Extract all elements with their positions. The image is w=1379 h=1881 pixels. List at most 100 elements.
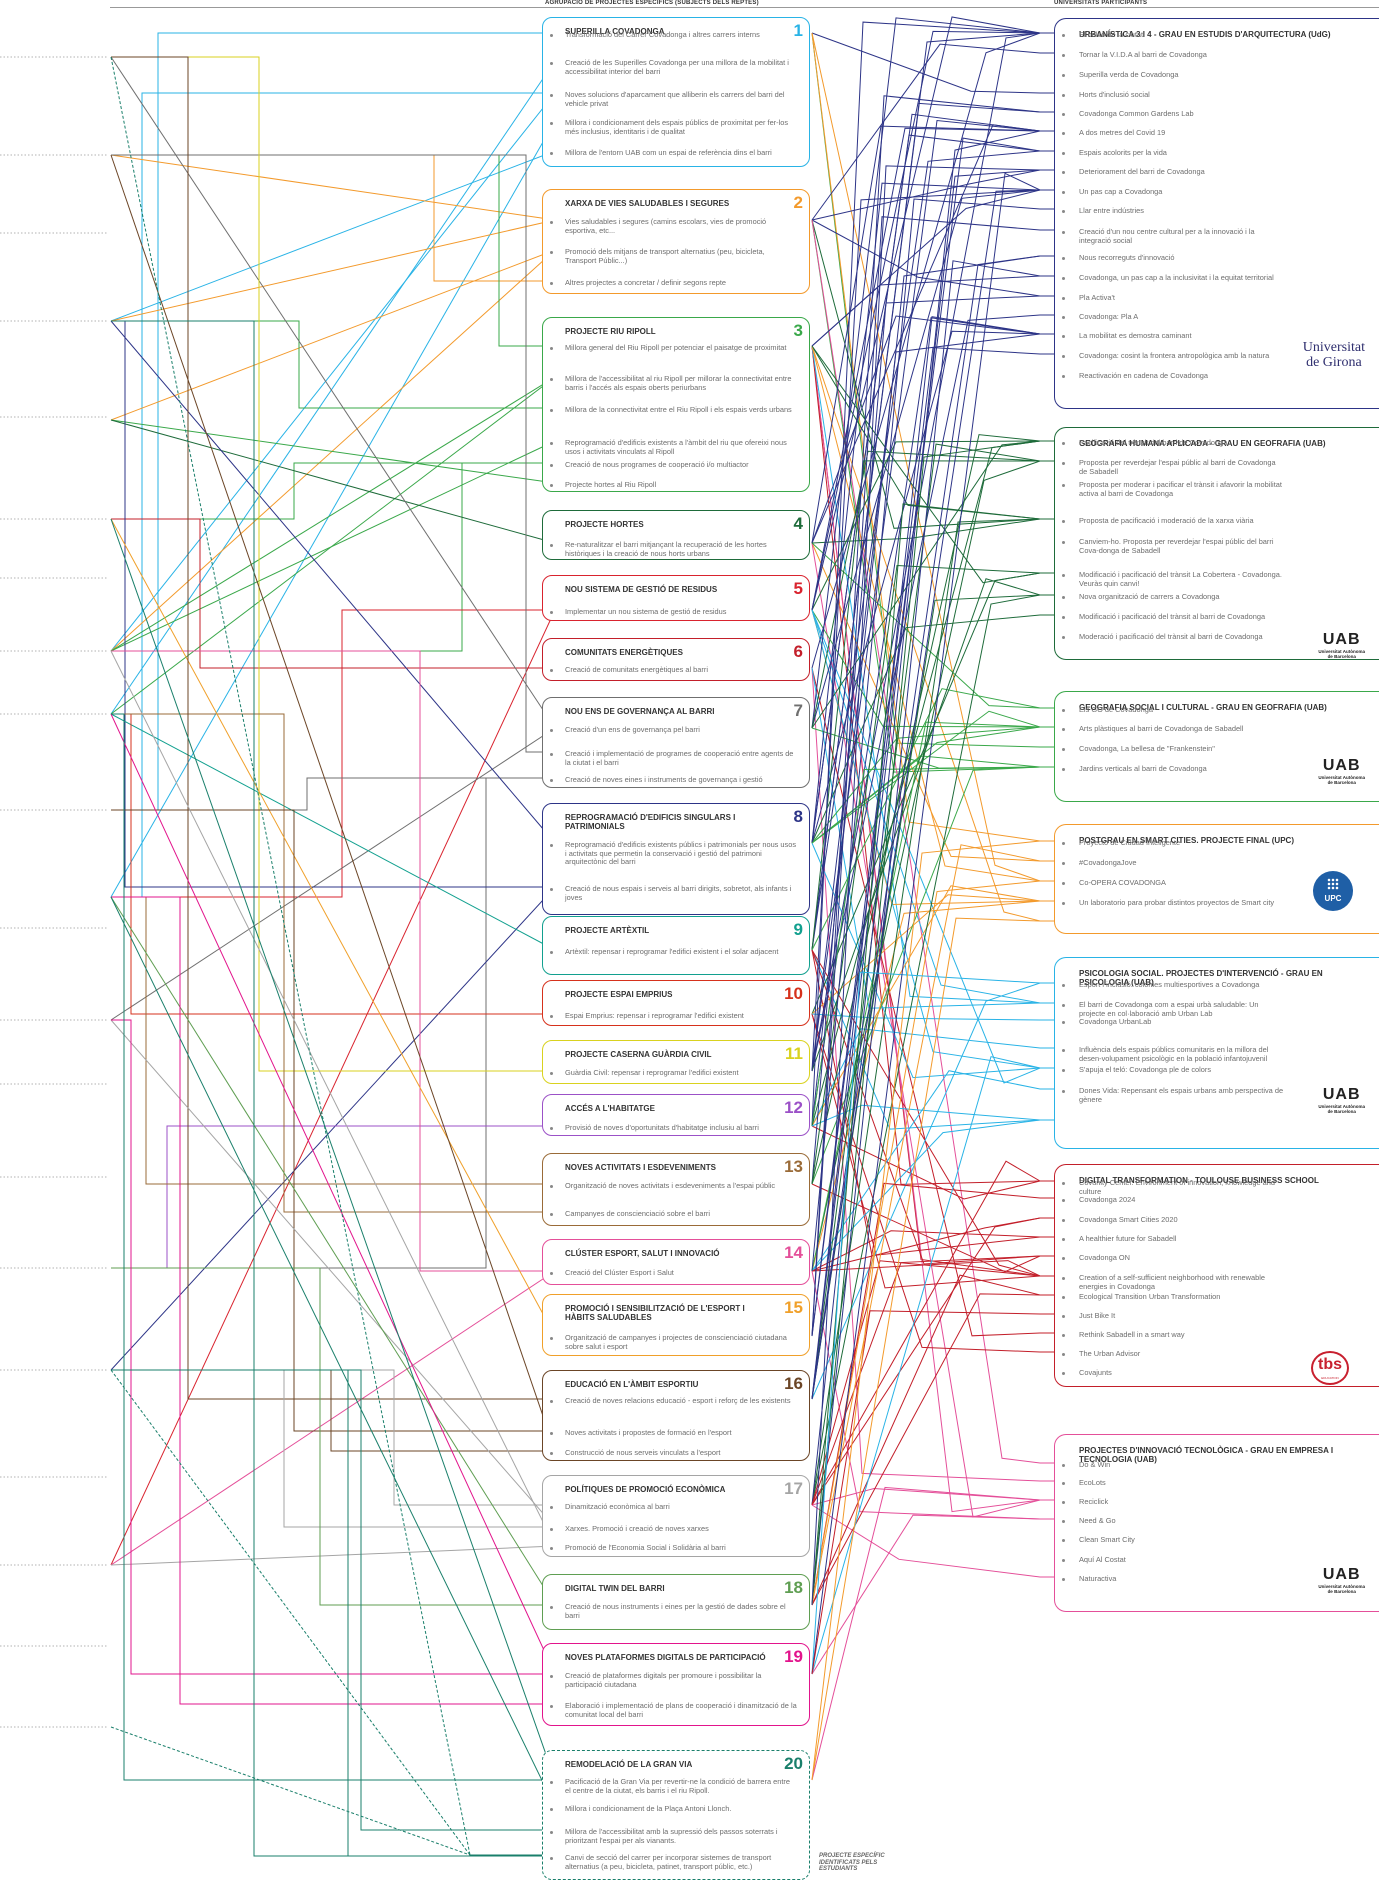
project-number: 2: [793, 193, 803, 212]
student-project: Ecological Transition Urban Transformati…: [1062, 1292, 1284, 1302]
university-title: DIGITAL TRANSFORMATION - TOULOUSE BUSINE…: [1079, 1176, 1319, 1185]
student-project-text: A healthier future for Sabadell: [1079, 1234, 1177, 1243]
project-item-text: Noves solucions d'aparcament que alliber…: [565, 90, 785, 108]
bullet-icon: [550, 1337, 553, 1340]
project-item-text: Millora de l'entorn UAB com un espai de …: [565, 148, 772, 157]
connection-line: [811, 43, 1065, 221]
project-item-text: Creació i implementació de programes de …: [565, 749, 794, 767]
bullet-icon: [1062, 728, 1065, 731]
project-title: REPROGRAMACIÓ D'EDIFICIS SINGULARS I PAT…: [565, 813, 736, 831]
bullet-icon: [1062, 984, 1065, 987]
connection-line: [111, 32, 555, 811]
student-project: Horts d'inclusió social: [1062, 90, 1284, 100]
connection-line: [811, 172, 1065, 1675]
bullet-icon: [550, 1072, 553, 1075]
bullet-icon: [1062, 902, 1065, 905]
logo-text: Universitat Autònoma: [1318, 1104, 1365, 1109]
student-project-text: Horts d'inclusió social: [1079, 90, 1150, 99]
connection-line: [111, 56, 555, 1072]
bullet-icon: [1062, 1539, 1065, 1542]
connection-line: [110, 896, 556, 1808]
bullet-icon: [1062, 1578, 1065, 1581]
connection-line: [110, 249, 556, 421]
student-project: Modificació i pacificació del trànsit al…: [1062, 612, 1284, 622]
bullet-icon: [550, 464, 553, 467]
bullet-icon: [1062, 297, 1065, 300]
connection-line: [110, 518, 556, 1781]
project-title: NOVES PLATAFORMES DIGITALS DE PARTICIPAC…: [565, 1653, 766, 1662]
connection-line: [111, 518, 555, 669]
project-item-text: Elaboració i implementació de plans de c…: [565, 1701, 797, 1719]
connection-line: [110, 518, 556, 1337]
bullet-icon: [1062, 1069, 1065, 1072]
bullet-icon: [1062, 1238, 1065, 1241]
project-item-text: Campanyes de conscienciació sobre el bar…: [565, 1209, 711, 1218]
bullet-icon: [550, 409, 553, 412]
student-project-text: Naturactiva: [1079, 1574, 1117, 1583]
connection-line: [110, 320, 556, 844]
project-item: Guàrdia Civil: repensar i reprogramar l'…: [550, 1068, 797, 1078]
connection-line: [811, 894, 1065, 1015]
connection-line: [811, 1514, 1065, 1675]
project-number: 7: [793, 701, 803, 720]
project-item: Vies saludables i segures (camins escola…: [550, 217, 797, 235]
logo-text: EDUCATION: [1321, 1376, 1339, 1380]
student-project: Moderació i pacificació del trànsit al b…: [1062, 632, 1284, 642]
project-item: Elaboració i implementació de plans de c…: [550, 1701, 797, 1719]
connection-line: [111, 154, 555, 753]
logo-text: de Barcelona: [1327, 654, 1356, 659]
bullet-icon: [550, 1506, 553, 1509]
project-item-text: Projecte hortes al Riu Ripoll: [565, 480, 657, 489]
bullet-icon: [550, 1606, 553, 1609]
project-item: Altres projectes a concretar / definir s…: [550, 278, 797, 288]
connection-line: [811, 440, 1065, 1606]
project-item-text: Transformació del Carrer Covadonga i alt…: [565, 30, 760, 39]
student-project: Naturactiva: [1062, 1574, 1284, 1584]
connection-line: [811, 32, 1065, 1072]
student-project-text: Creation of a self-sufficient neighborho…: [1079, 1273, 1265, 1291]
project-item-text: Creació de nous espais i serveis al barr…: [565, 884, 792, 902]
connection-line: [811, 137, 1065, 1337]
bullet-icon: [550, 1857, 553, 1860]
student-project: Llar entre indústries: [1062, 206, 1284, 216]
bullet-icon: [1062, 882, 1065, 885]
project-item-text: Creació de comunitats energètiques al ba…: [565, 665, 708, 674]
connection-line: [811, 667, 1065, 1337]
connection-line: [811, 345, 1065, 922]
connection-line: [811, 198, 1065, 1272]
project-item: Pacificació de la Gran Via per revertir-…: [550, 1777, 797, 1795]
student-project: Reciclick: [1062, 1497, 1284, 1507]
bullet-icon: [1062, 34, 1065, 37]
connection-line: [111, 777, 555, 811]
project-item: Creació de les Superilles Covadonga per …: [550, 58, 797, 76]
student-project: Creació d'un nou centre cultural per a l…: [1062, 227, 1284, 245]
bullet-icon: [550, 1432, 553, 1435]
connection-line: [811, 95, 1065, 1337]
project-title: SUPERILLA COVADONGA: [565, 27, 665, 36]
student-project: Covadonga 2024: [1062, 1195, 1284, 1205]
connection-line: [110, 896, 556, 1606]
student-project: Esport i inclusió: colònies multiesporti…: [1062, 980, 1284, 990]
connection-line: [110, 713, 556, 1675]
project-title: NOVES ACTIVITATS I ESDEVENIMENTS: [565, 1163, 716, 1172]
university-title: GEOGRAFIA HUMANA APLICADA - GRAU EN GEOF…: [1079, 439, 1326, 448]
connection-line: [811, 1487, 1065, 1506]
connection-line: [811, 102, 1065, 951]
bullet-icon: [550, 1675, 553, 1678]
bullet-icon: [550, 1272, 553, 1275]
connection-line: [110, 1019, 556, 1528]
connection-line: [110, 419, 556, 484]
bullet-icon: [1062, 574, 1065, 577]
university-title: URBANÍSTICA 3 I 4 - GRAU EN ESTUDIS D'AR…: [1079, 30, 1331, 39]
bullet-icon: [1062, 1199, 1065, 1202]
connection-line: [811, 32, 1065, 94]
bullet-icon: [550, 844, 553, 847]
student-project: Jardins verticals al barri de Covadonga: [1062, 764, 1284, 774]
project-item: Espai Emprius: repensar i reprogramar l'…: [550, 1011, 797, 1021]
bullet-icon: [550, 779, 553, 782]
connection-line: [110, 150, 556, 322]
